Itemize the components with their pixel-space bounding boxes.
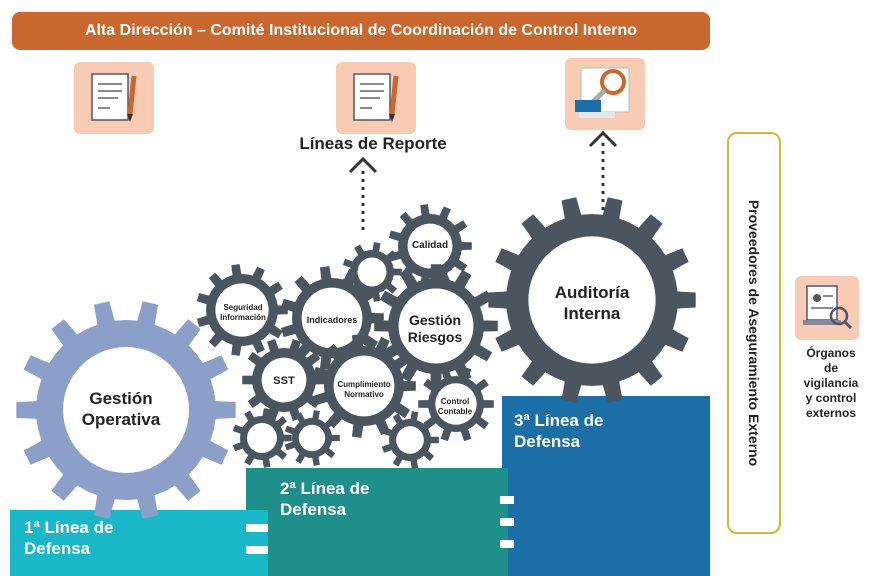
step-notch [500,496,514,504]
gear-small-1 [232,408,292,468]
document-pen-icon [336,62,416,134]
reporting-arrow-head [348,156,378,174]
gear-label-control-contable: Control Contable [437,397,473,416]
lineas-de-reporte-label: Líneas de Reporte [299,134,447,153]
computer-inspection-icon [795,276,859,340]
gear-label-gestion-riesgos: Gestión Riesgos [407,312,463,345]
first-line-label: 1ª Línea de Defensa [24,518,114,558]
gear-small-4 [342,242,402,302]
alta-direccion-banner: Alta Dirección – Comité Institucional de… [12,12,710,50]
second-line-label: 2ª Línea de Defensa [280,479,370,519]
step-notch [246,524,268,532]
first-line-step [10,510,268,576]
gear-label-calidad: Calidad [411,240,449,251]
gear-small-3 [381,411,439,469]
gear-seguridad [196,264,288,356]
gear-cumplimiento [313,334,416,438]
banner-title: Alta Dirección – Comité Institucional de… [84,22,638,39]
step-notch [246,546,268,554]
gear-label-cumplimiento: Cumplimiento Normativo [337,380,391,399]
gear-auditoria-interna [488,197,696,403]
gear-sst [242,339,326,421]
gear-gestion-riesgos [374,264,498,388]
gear-small-2 [284,410,340,466]
gear-label-sst: SST [273,375,295,387]
gear-label-indicadores: Indicadores [306,315,358,325]
external-bodies-label: Órganos de vigilancia y control externos [803,346,859,420]
gear-label-seguridad: Seguridad Información [220,303,266,322]
external-assurance-box: Proveedores de Aseguramiento Externo [727,132,781,534]
gear-gestion-operativa [16,301,236,519]
step-notch [500,518,514,526]
third-line-label: 3ª Línea de Defensa [514,411,604,451]
gear-calidad [388,204,472,288]
document-pen-icon [74,62,154,134]
gear-label-auditoria-interna: Auditoría Interna [554,283,630,323]
gear-label-gestion-operativa: Gestión Operativa [81,389,161,429]
audit-arrow-head [588,130,618,148]
step-notch [500,540,514,548]
external-assurance-label: Proveedores de Aseguramiento Externo [746,199,762,467]
magnifier-document-icon [565,58,645,130]
second-line-step [246,468,508,576]
third-line-step [502,396,710,576]
